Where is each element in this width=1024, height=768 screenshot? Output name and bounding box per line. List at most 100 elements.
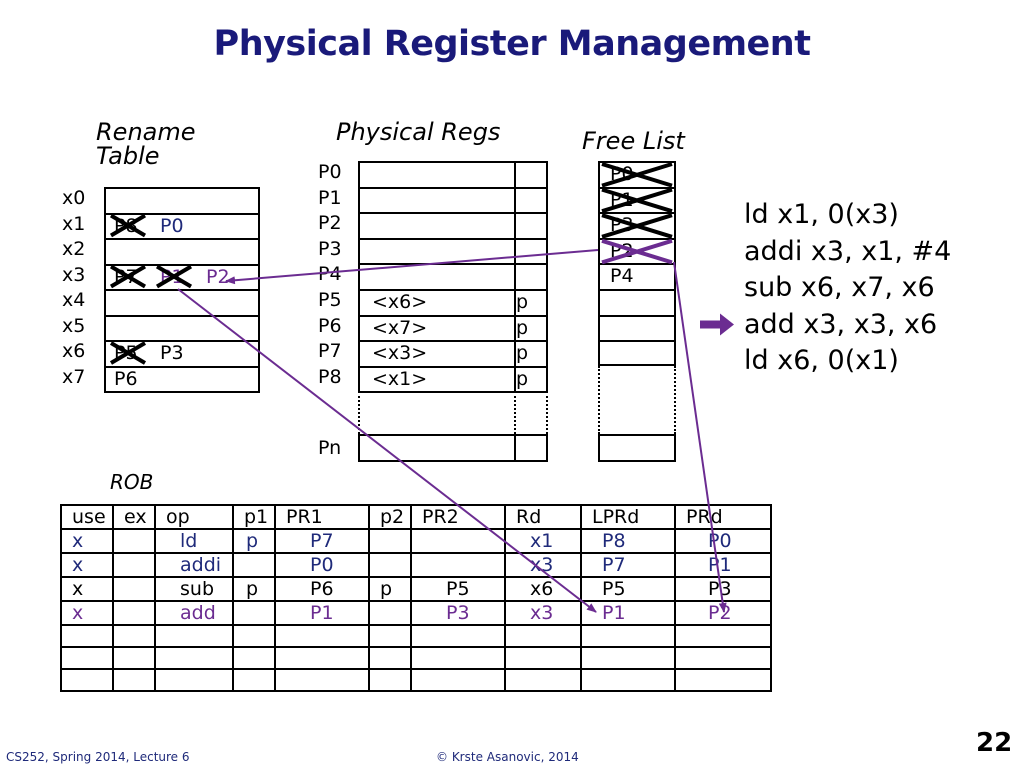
rob-cell	[410, 624, 506, 648]
rob-cell: P5	[410, 576, 506, 602]
rob-cell: ld	[154, 528, 234, 554]
phys-reg-presence: p	[516, 367, 529, 390]
rob-cell	[580, 624, 676, 648]
free-list-strike-x-stroke-b	[601, 238, 673, 265]
page-number: 22	[976, 728, 1013, 758]
rob-cell: P0	[274, 552, 370, 578]
free-list-entry: P4	[610, 265, 634, 288]
rob-cell: P1	[580, 600, 676, 626]
phys-reg-ellipsis-right	[546, 391, 548, 434]
rob-cell: x1	[504, 528, 582, 554]
free-list-slot	[598, 340, 676, 366]
rob-cell	[154, 668, 234, 692]
rob-cell	[232, 646, 276, 670]
rename-table-heading-line1: Rename	[96, 118, 196, 146]
rename-row-label: x5	[62, 314, 86, 337]
rob-cell	[154, 624, 234, 648]
rob-cell: p	[232, 528, 276, 554]
rob-cell	[368, 528, 412, 554]
rob-cell	[232, 552, 276, 578]
rename-row-label: x3	[62, 263, 86, 286]
rob-cell: x3	[504, 552, 582, 578]
free-list-slot	[598, 434, 676, 462]
rob-cell	[112, 576, 156, 602]
rob-cell	[232, 624, 276, 648]
rename-strike-x-stroke-b	[109, 213, 147, 238]
rename-strike-x-stroke-b	[109, 341, 147, 365]
rob-row	[60, 646, 772, 670]
rename-row-label: x0	[62, 187, 86, 209]
phys-reg-label: P5	[318, 289, 342, 311]
rename-strike-x-stroke-b	[155, 264, 193, 289]
rob-cell	[674, 646, 772, 670]
rob-cell: x	[60, 552, 114, 578]
phys-reg-presence: p	[516, 291, 529, 313]
rob-cell	[274, 668, 370, 692]
rob-cell	[368, 624, 412, 648]
instruction-line: ld x6, 0(x1)	[744, 345, 899, 376]
rob-cell	[112, 646, 156, 670]
rob-cell: P3	[674, 576, 772, 602]
phys-reg-value: <x3>	[372, 342, 428, 365]
rob-cell	[410, 646, 506, 670]
rob-cell	[60, 624, 114, 648]
rob-cell	[274, 624, 370, 648]
rename-table-heading-line2: Table	[96, 142, 160, 170]
phys-reg-label: P3	[318, 237, 342, 260]
phys-reg-label: P8	[318, 365, 342, 388]
rob-cell: P0	[674, 528, 772, 554]
free-list-to-rename-arrow	[225, 249, 599, 285]
instruction-line: addi x3, x1, #4	[744, 235, 952, 267]
phys-reg-value: <x7>	[372, 316, 428, 339]
rob-column-header: PRd	[674, 504, 772, 530]
phys-reg-value: <x1>	[372, 367, 428, 390]
rob-cell: P8	[580, 528, 676, 554]
rename-mapping: P3	[160, 342, 184, 364]
rename-row-label: x7	[62, 365, 86, 388]
rob-cell: P3	[410, 600, 506, 626]
instruction-line: sub x6, x7, x6	[744, 272, 935, 303]
rob-cell: P1	[274, 600, 370, 626]
rob-cell	[112, 668, 156, 692]
footer-course: CS252, Spring 2014, Lecture 6	[6, 750, 190, 764]
rob-column-header: Rd	[504, 504, 582, 530]
rob-column-header: use	[60, 504, 114, 530]
rename-mapping: P0	[160, 214, 184, 237]
rob-cell	[368, 600, 412, 626]
rename-row-label: x1	[62, 212, 86, 235]
slide-title: Physical Register Management	[213, 24, 811, 64]
phys-reg-label: P1	[318, 186, 342, 209]
rename-row-label: x6	[62, 340, 86, 362]
rename-to-rob-lprd-arrow	[177, 288, 597, 613]
rename-cell	[104, 365, 260, 393]
rob-cell	[368, 552, 412, 578]
rename-row-label: x4	[62, 289, 86, 311]
free-list-ellipsis-right	[674, 365, 676, 434]
rename-row-label: x2	[62, 238, 86, 260]
free-list-strike-x-stroke-b	[601, 187, 673, 214]
rob-row	[60, 624, 772, 648]
free-list-ellipsis-left	[598, 365, 600, 434]
rob-cell	[504, 668, 582, 692]
phys-reg-label: P4	[318, 263, 342, 286]
free-list-strike-x-stroke-b	[601, 162, 673, 188]
phys-reg-label: P6	[318, 314, 342, 337]
rob-column-header: LPRd	[580, 504, 676, 530]
phys-reg-presence-cell	[514, 434, 548, 462]
rob-cell	[112, 528, 156, 554]
rob-cell: P7	[580, 552, 676, 578]
rob-column-header: p1	[232, 504, 276, 530]
rename-mapping: P2	[206, 265, 230, 288]
phys-reg-ellipsis-left	[358, 391, 360, 434]
rob-cell	[232, 668, 276, 692]
rob-cell: x6	[504, 576, 582, 602]
rob-cell	[410, 552, 506, 578]
rob-row	[60, 668, 772, 692]
free-list-heading: Free List	[582, 127, 685, 155]
rename-mapping: P6	[114, 367, 138, 390]
rob-column-header: PR1	[274, 504, 370, 530]
rob-cell: x	[60, 576, 114, 602]
